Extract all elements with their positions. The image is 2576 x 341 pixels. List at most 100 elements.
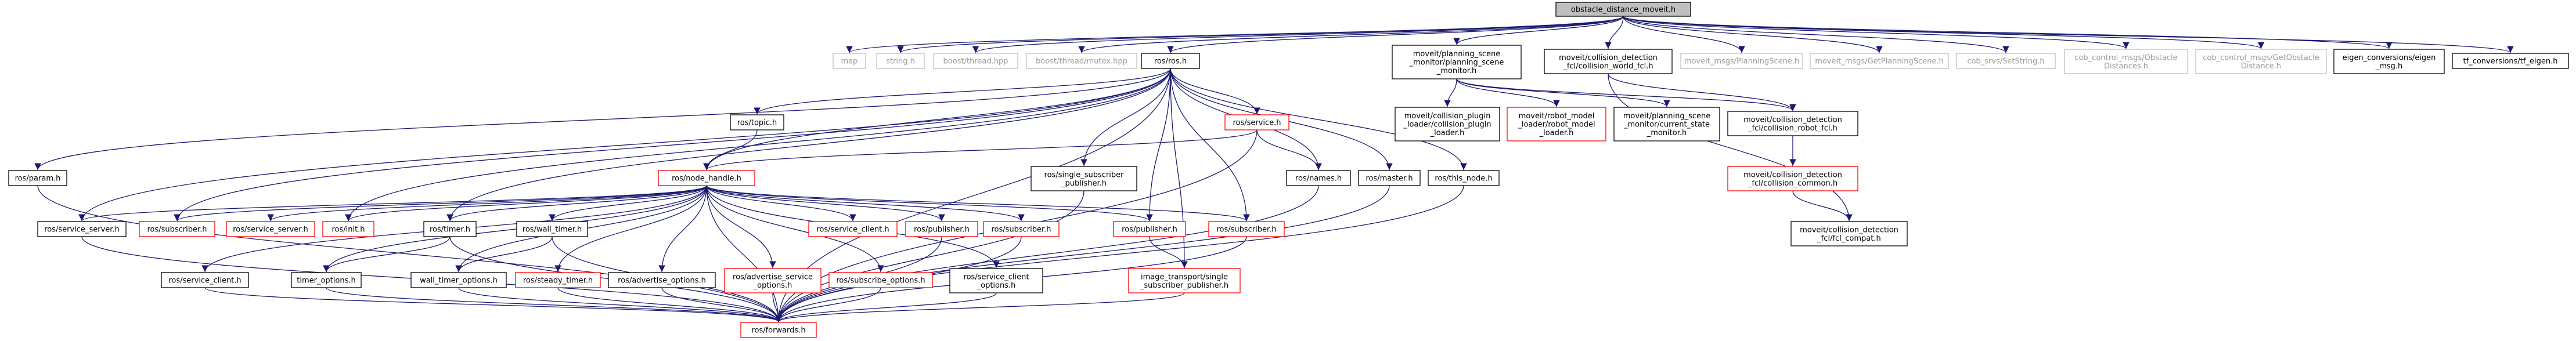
node-label: _publisher.h <box>1061 179 1107 188</box>
node-label: moveit_msgs/PlanningScene.h <box>1684 57 1799 66</box>
node-service-client-red[interactable]: ros/service_client.h <box>808 221 898 237</box>
include-edge <box>1792 190 1853 222</box>
node-box <box>1224 114 1289 130</box>
node-wall-timer-options[interactable]: wall_timer_options.h <box>410 272 507 288</box>
node-ros-h[interactable]: ros/ros.h <box>1141 53 1200 69</box>
node-box <box>1031 166 1137 191</box>
node-box <box>1956 53 2056 69</box>
node-label: ros/service_client.h <box>168 277 241 285</box>
include-edge <box>174 68 1171 222</box>
node-box <box>1113 221 1186 237</box>
node-names[interactable]: ros/names.h <box>1286 170 1351 186</box>
node-master[interactable]: ros/master.h <box>1358 170 1421 186</box>
node-init[interactable]: ros/init.h <box>322 221 374 237</box>
include-edge <box>754 68 1171 115</box>
node-wall-timer[interactable]: ros/wall_timer.h <box>516 221 588 237</box>
node-timer[interactable]: ros/timer.h <box>423 221 477 237</box>
node-world-fcl[interactable]: moveit/collision_detection_fcl/collision… <box>1544 49 1673 74</box>
node-subscriber3[interactable]: ros/subscriber.h <box>1208 221 1285 237</box>
node-service-client-options[interactable]: ros/service_client_options.h <box>949 268 1043 293</box>
node-this-node[interactable]: ros/this_node.h <box>1428 170 1500 186</box>
node-label: wall_timer_options.h <box>420 277 498 285</box>
node-robot-model-loader[interactable]: moveit/robot_model_loader/robot_model_lo… <box>1507 107 1606 142</box>
node-forwards[interactable]: ros/forwards.h <box>740 322 817 338</box>
node-box <box>1727 111 1858 136</box>
node-service-client[interactable]: ros/service_client.h <box>161 272 249 288</box>
node-subscriber2[interactable]: ros/subscriber.h <box>983 221 1060 237</box>
node-box <box>1555 2 1691 17</box>
include-edge <box>1170 68 1188 269</box>
node-box <box>1395 107 1500 142</box>
node-publisher2[interactable]: ros/publisher.h <box>1113 221 1186 237</box>
node-box <box>724 268 822 293</box>
node-boost-thread: boost/thread.hpp <box>933 53 1018 69</box>
node-label: _fcl/collision_robot_fcl.h <box>1748 124 1838 133</box>
node-label: ros/single_subscriber <box>1044 170 1125 179</box>
node-box <box>1392 45 1522 79</box>
node-label: _options.h <box>977 281 1016 290</box>
node-label: boost/thread/mutex.hpp <box>1036 57 1127 66</box>
node-single-sub-pub[interactable]: ros/single_subscriber_publisher.h <box>1031 166 1137 191</box>
node-box <box>2064 49 2188 74</box>
node-node-handle[interactable]: ros/node_handle.h <box>658 170 755 186</box>
node-label: moveit/collision_detection <box>1743 170 1842 179</box>
include-edge <box>323 236 451 273</box>
node-cpi-loader[interactable]: moveit/planning_scene_monitor/planning_s… <box>1392 45 1522 79</box>
node-label: timer_options.h <box>297 277 355 285</box>
include-edge <box>446 185 707 222</box>
include-edge <box>1167 16 1624 53</box>
node-box <box>828 272 933 288</box>
node-root[interactable]: obstacle_distance_moveit.h <box>1555 2 1691 17</box>
node-label: ros/this_node.h <box>1435 175 1492 183</box>
node-param[interactable]: ros/param.h <box>8 170 67 186</box>
node-publisher1[interactable]: ros/publisher.h <box>905 221 978 237</box>
node-collision-plugin[interactable]: moveit/collision_plugin_loader/collision… <box>1395 107 1500 142</box>
node-steady-timer[interactable]: ros/steady_timer.h <box>515 272 601 288</box>
include-edge <box>972 16 1624 53</box>
node-tf-eigen[interactable]: tf_conversions/tf_eigen.h <box>2452 53 2569 69</box>
node-robot-fcl[interactable]: moveit/collision_detection_fcl/collision… <box>1727 111 1858 136</box>
node-box <box>905 221 978 237</box>
node-subscribe-options[interactable]: ros/subscribe_options.h <box>828 272 933 288</box>
node-box <box>226 221 315 237</box>
node-fcl-compat[interactable]: moveit/collision_detection_fcl/fcl_compa… <box>1790 221 1908 246</box>
node-label: moveit/planning_scene <box>1413 50 1500 59</box>
include-edge <box>706 185 776 269</box>
node-advertise-service-options[interactable]: ros/advertise_service_options.h <box>724 268 822 293</box>
node-image-transport[interactable]: image_transport/single_subscriber_publis… <box>1128 268 1241 293</box>
node-label: _loader.h <box>1430 129 1465 137</box>
include-edge <box>174 185 707 222</box>
node-label: moveit/collision_plugin <box>1404 112 1491 121</box>
node-advertise-options[interactable]: ros/advertise_options.h <box>608 272 716 288</box>
include-edge <box>1149 236 1188 269</box>
node-label: Distance.h <box>2241 62 2281 71</box>
include-edge <box>1623 16 2514 53</box>
include-edge <box>78 185 707 222</box>
node-box <box>516 221 588 237</box>
node-timer-options[interactable]: timer_options.h <box>291 272 362 288</box>
include-edge <box>1444 78 1457 107</box>
node-eigen-msg[interactable]: eigen_conversions/eigen_msg.h <box>2333 49 2445 74</box>
include-edge <box>775 292 1185 322</box>
node-current-state-monitor[interactable]: moveit/planning_scene_monitor/current_st… <box>1613 107 1720 142</box>
node-label: _monitor.h <box>1436 67 1477 75</box>
node-topic[interactable]: ros/topic.h <box>730 114 784 130</box>
node-box <box>291 272 362 288</box>
node-service-h[interactable]: ros/service.h <box>1224 114 1289 130</box>
include-edge <box>1170 68 1260 115</box>
node-box <box>730 114 784 130</box>
node-service-server[interactable]: ros/service_server.h <box>37 221 127 237</box>
node-label: map <box>841 57 858 66</box>
include-edge <box>1256 129 1322 170</box>
node-collision-common[interactable]: moveit/collision_detection_fcl/collision… <box>1727 166 1858 191</box>
include-edge <box>1623 16 1883 53</box>
node-service-server2[interactable]: ros/service_server.h <box>226 221 315 237</box>
node-box <box>2195 49 2327 74</box>
include-edge <box>37 185 782 322</box>
node-box <box>658 170 755 186</box>
node-box <box>515 272 601 288</box>
node-subscriber1[interactable]: ros/subscriber.h <box>139 221 215 237</box>
node-box <box>322 221 374 237</box>
node-box <box>876 53 925 69</box>
node-label: ros/subscriber.h <box>1216 226 1276 234</box>
